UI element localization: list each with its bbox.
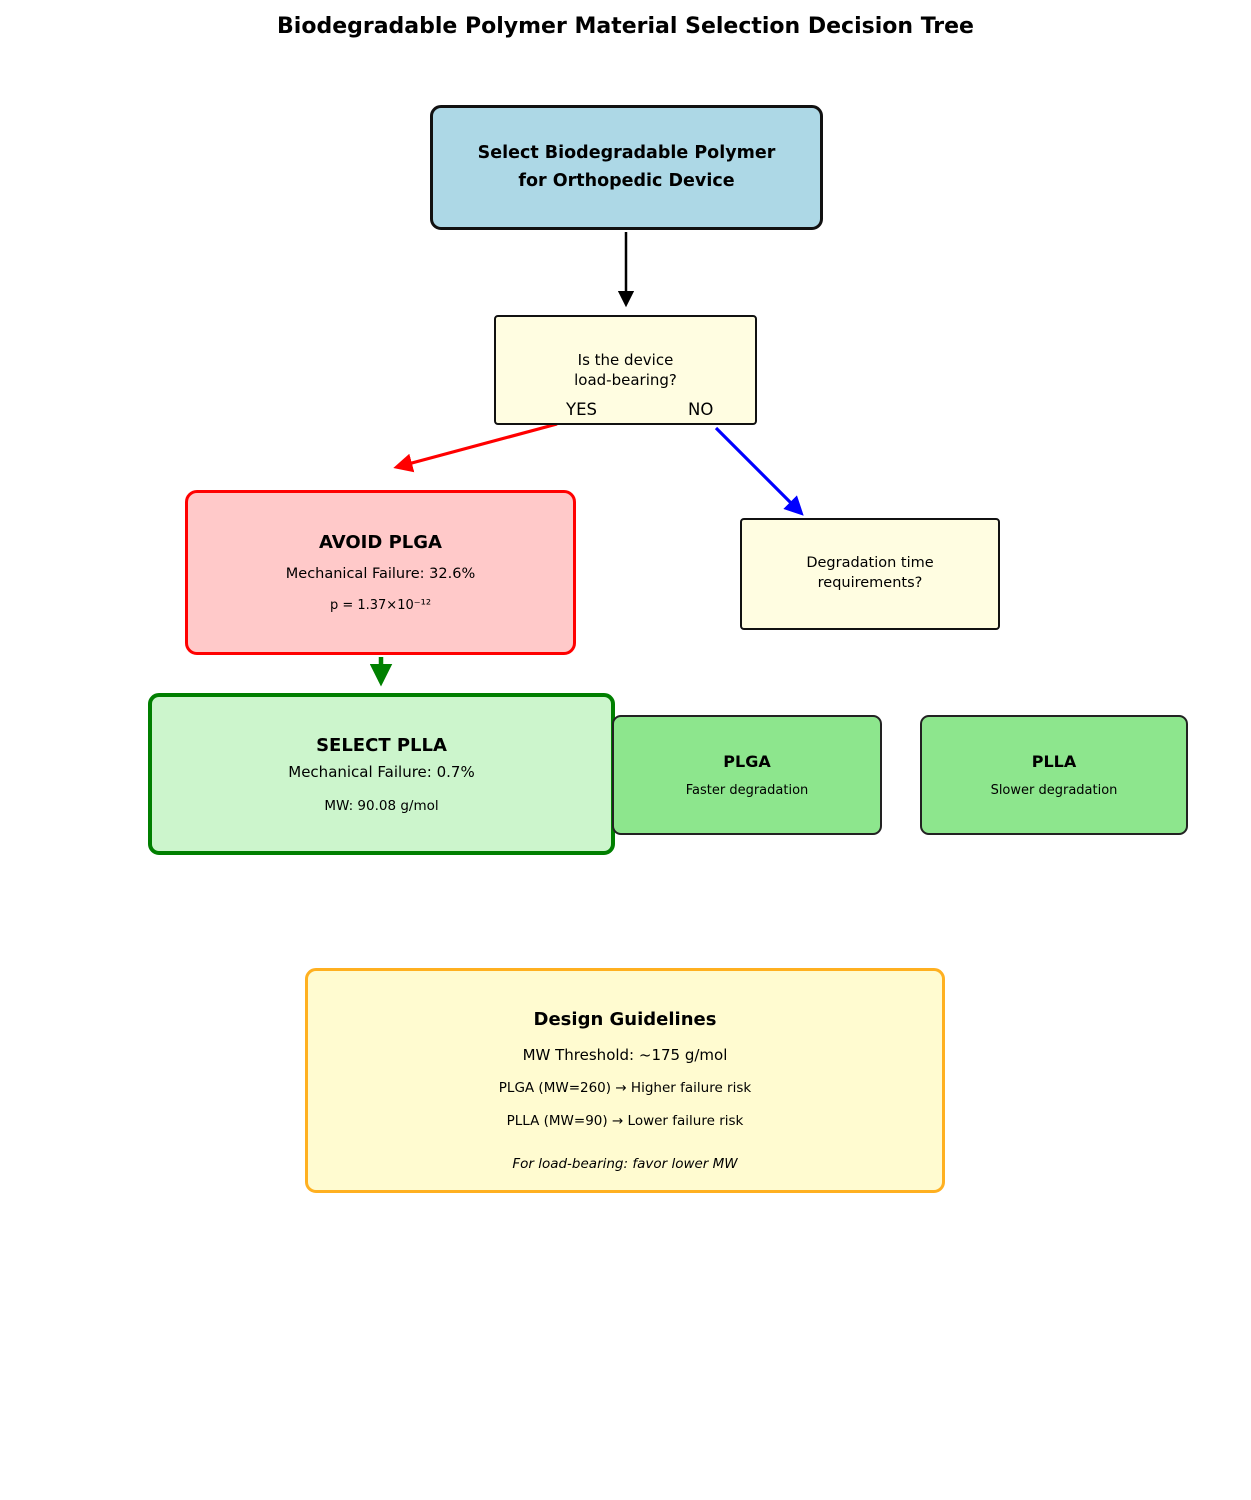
select-mw: MW: 90.08 g/mol [324, 797, 439, 814]
guidelines-plla-risk: PLLA (MW=90) → Lower failure risk [506, 1113, 744, 1129]
degradation-line1: Degradation time [806, 555, 934, 572]
root-line2: for Orthopedic Device [518, 170, 735, 191]
avoid-p-value: p = 1.37×10⁻¹² [329, 598, 432, 613]
guidelines-note: For load-bearing: favor lower MW [512, 1156, 738, 1172]
decision-line2: load-bearing? [574, 370, 677, 389]
plga-info-title: PLGA [723, 752, 771, 771]
branch-label-no: NO [688, 399, 714, 419]
avoid-title: AVOID PLGA [319, 532, 442, 553]
select-failure-stat: Mechanical Failure: 0.7% [288, 762, 475, 781]
degradation-line2: requirements? [817, 575, 923, 591]
guidelines-title: Design Guidelines [533, 1009, 717, 1030]
plga-info-subtitle: Faster degradation [685, 783, 809, 798]
node-root: Select Biodegradable Polymer for Orthope… [430, 105, 823, 230]
plla-info-title: PLLA [1031, 752, 1077, 771]
node-avoid-plga: AVOID PLGA Mechanical Failure: 32.6% p =… [185, 490, 576, 655]
guidelines-plga-risk: PLGA (MW=260) → Higher failure risk [498, 1080, 752, 1096]
root-line1: Select Biodegradable Polymer [477, 143, 776, 164]
node-decision-load-bearing: Is the device load-bearing? YES NO [494, 315, 757, 425]
branch-label-yes: YES [566, 399, 597, 419]
arrow-no-branch [714, 426, 804, 516]
arrow-yes-branch [393, 422, 558, 473]
plla-info-subtitle: Slower degradation [990, 783, 1118, 798]
select-title: SELECT PLLA [316, 734, 447, 756]
node-plga-info: PLGA Faster degradation [612, 715, 882, 835]
node-select-plla: SELECT PLLA Mechanical Failure: 0.7% MW:… [148, 693, 615, 855]
node-plla-info: PLLA Slower degradation [920, 715, 1188, 835]
guidelines-mw-threshold: MW Threshold: ~175 g/mol [522, 1046, 728, 1064]
node-design-guidelines: Design Guidelines MW Threshold: ~175 g/m… [305, 968, 945, 1193]
page-title: Biodegradable Polymer Material Selection… [277, 14, 974, 39]
decision-line1: Is the device [577, 351, 674, 369]
node-degradation-time: Degradation time requirements? [740, 518, 1000, 630]
avoid-failure-stat: Mechanical Failure: 32.6% [285, 566, 476, 582]
